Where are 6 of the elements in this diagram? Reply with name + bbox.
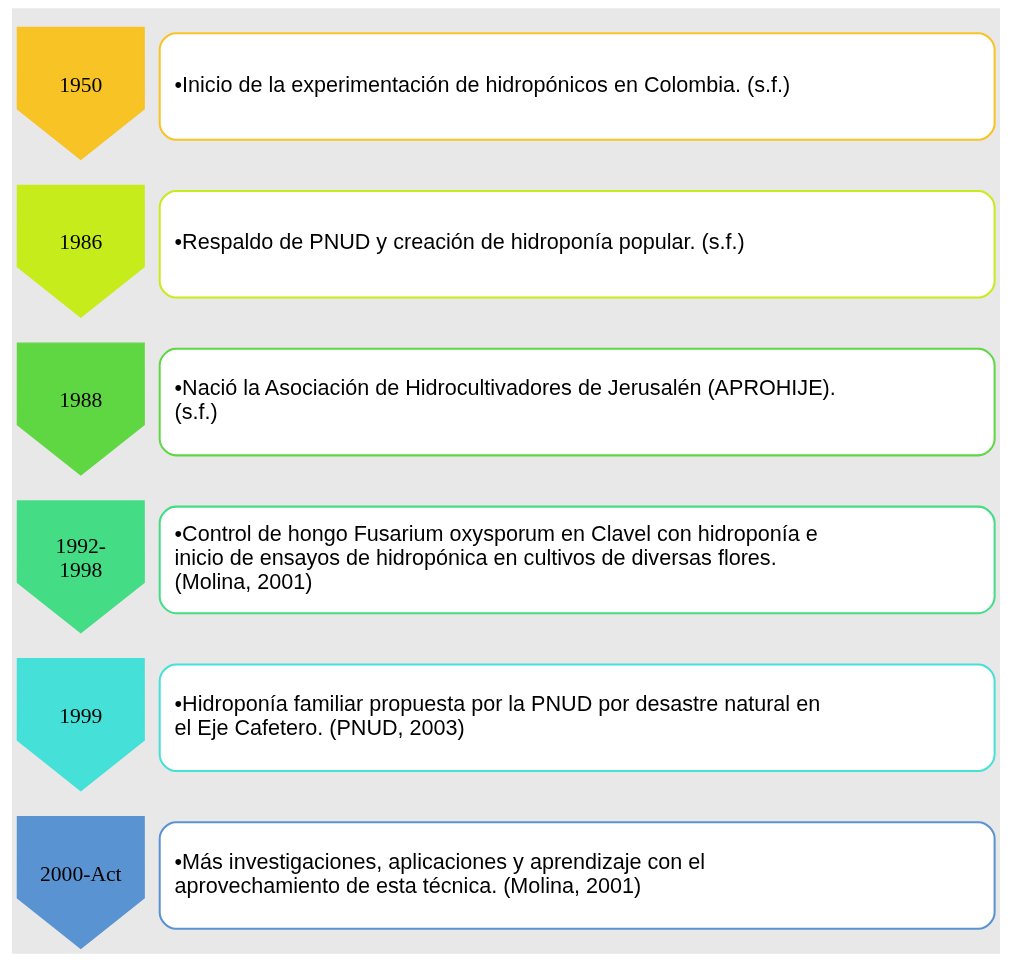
node-box: •Control de hongo Fusarium oxysporum en Clavel con hidroponía e inicio de ensayos de hidropónica en cultivos de diversas flores. (Molina, 2001) [158, 505, 996, 615]
node-box: •Más investigaciones, aplicaciones y aprendizaje con el aprovechamiento de esta técnica. (Molina, 2001) [158, 821, 996, 930]
node-box: •Inicio de la experimentación de hidropónicos en Colombia. (s.f.) [158, 32, 996, 141]
node-box: •Hidroponía familiar propuesta por la PNUD por desastre natural en el Eje Cafetero. (PNUD, 2003) [158, 663, 996, 772]
node-box: •Nació la Asociación de Hidrocultivadores de Jerusalén (APROHIJE). (s.f.) [158, 347, 996, 457]
node-box: •Respaldo de PNUD y creación de hidroponía popular. (s.f.) [158, 190, 996, 299]
